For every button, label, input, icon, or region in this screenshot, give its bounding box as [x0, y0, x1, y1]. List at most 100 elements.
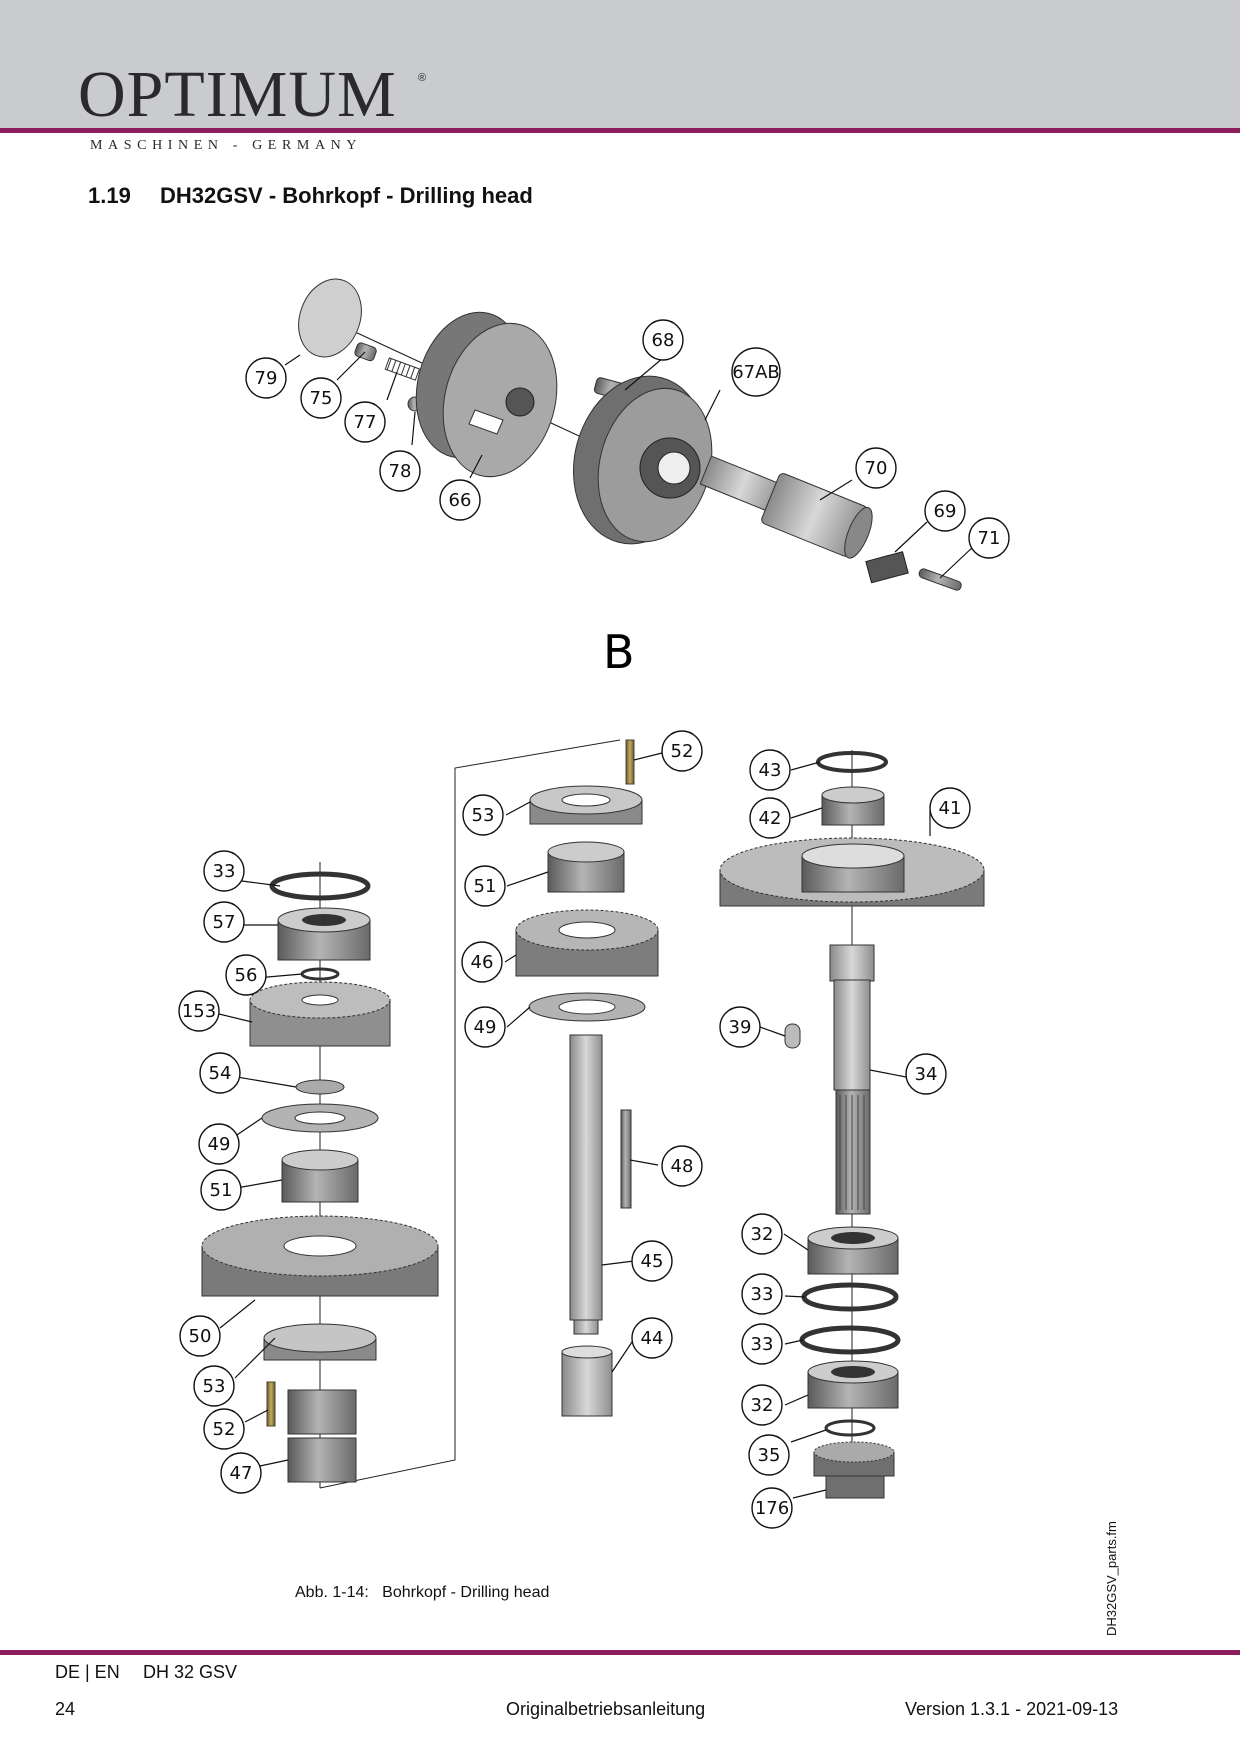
brand-tagline: MASCHINEN - GERMANY — [90, 138, 363, 153]
callout: 79 — [245, 357, 287, 399]
svg-text:34: 34 — [915, 1064, 938, 1085]
callout: 33 — [741, 1323, 783, 1365]
callout: 68 — [642, 319, 684, 361]
callout: 32 — [741, 1384, 783, 1426]
footer-model: DH 32 GSV — [143, 1662, 238, 1682]
callout: 46 — [461, 941, 503, 983]
callout: 44 — [631, 1317, 673, 1359]
svg-text:49: 49 — [474, 1017, 497, 1038]
side-file-name: DH32GSV_parts.fm — [1104, 1521, 1119, 1636]
footer-rule — [0, 1650, 1240, 1655]
svg-text:32: 32 — [751, 1395, 774, 1416]
footer-document-title: Originalbetriebsanleitung — [506, 1699, 706, 1719]
callout: 49 — [198, 1123, 240, 1165]
section-title: 1.19 DH32GSV - Bohrkopf - Drilling head — [88, 183, 533, 209]
svg-text:52: 52 — [213, 1419, 236, 1440]
svg-text:33: 33 — [751, 1284, 774, 1305]
callout: 42 — [749, 797, 791, 839]
callout: 78 — [379, 450, 421, 492]
svg-text:56: 56 — [235, 965, 258, 986]
callout: 45 — [631, 1240, 673, 1282]
svg-text:44: 44 — [641, 1328, 664, 1349]
callout: 35 — [748, 1434, 790, 1476]
callout: 71 — [968, 517, 1010, 559]
svg-text:45: 45 — [641, 1251, 664, 1272]
left-column-parts — [201, 739, 621, 1489]
registered-mark: ® — [418, 72, 427, 84]
callout: 66 — [439, 479, 481, 521]
callout: 57 — [203, 901, 245, 943]
middle-column-parts — [515, 739, 659, 1417]
svg-text:41: 41 — [939, 798, 962, 819]
svg-text:57: 57 — [213, 912, 236, 933]
callout: 34 — [905, 1053, 947, 1095]
exploded-parts-drawing: B — [178, 278, 1010, 1529]
svg-text:43: 43 — [759, 760, 782, 781]
callout: 39 — [719, 1006, 761, 1048]
callout: 53 — [193, 1365, 235, 1407]
callout: 77 — [344, 401, 386, 443]
callout: 153 — [178, 990, 220, 1032]
svg-text:49: 49 — [208, 1134, 231, 1155]
callout: 41 — [929, 787, 971, 829]
right-column-parts — [719, 750, 985, 1499]
callout: 176 — [751, 1487, 793, 1529]
svg-text:75: 75 — [310, 388, 333, 409]
svg-text:33: 33 — [751, 1334, 774, 1355]
section-title-text: DH32GSV - Bohrkopf - Drilling head — [160, 183, 533, 208]
svg-text:69: 69 — [934, 501, 957, 522]
figure-caption: Abb. 1-14: Bohrkopf - Drilling head — [295, 1584, 549, 1602]
svg-text:51: 51 — [474, 876, 497, 897]
brand-logo: OPTIMUM — [78, 58, 397, 131]
callout: 51 — [200, 1169, 242, 1211]
callout: 52 — [661, 730, 703, 772]
page-number: 24 — [55, 1699, 76, 1719]
callout: 43 — [749, 749, 791, 791]
svg-text:78: 78 — [389, 461, 412, 482]
callout: 54 — [199, 1052, 241, 1094]
callout: 33 — [203, 850, 245, 892]
callout: 56 — [225, 954, 267, 996]
caption-label: Abb. 1-14: — [295, 1584, 369, 1601]
callout: 67AB — [731, 347, 781, 397]
svg-text:77: 77 — [354, 412, 377, 433]
svg-text:33: 33 — [213, 861, 236, 882]
svg-text:50: 50 — [189, 1326, 212, 1347]
callout: 51 — [464, 865, 506, 907]
svg-text:51: 51 — [210, 1180, 233, 1201]
svg-text:48: 48 — [671, 1156, 694, 1177]
svg-text:53: 53 — [472, 805, 495, 826]
svg-text:153: 153 — [182, 1001, 216, 1022]
section-number: 1.19 — [88, 183, 131, 208]
callout: 69 — [924, 490, 966, 532]
callout: 48 — [661, 1145, 703, 1187]
svg-text:46: 46 — [471, 952, 494, 973]
caption-text: Bohrkopf - Drilling head — [382, 1584, 550, 1601]
flange-67ab — [572, 375, 713, 545]
callout: 50 — [179, 1315, 221, 1357]
svg-text:42: 42 — [759, 808, 782, 829]
svg-text:35: 35 — [758, 1445, 781, 1466]
footer-version: Version 1.3.1 - 2021-09-13 — [905, 1699, 1119, 1719]
svg-text:71: 71 — [978, 528, 1001, 549]
callout: 33 — [741, 1273, 783, 1315]
view-label: B — [603, 625, 635, 679]
callout: 32 — [741, 1213, 783, 1255]
header-band — [0, 0, 1240, 128]
header-rule — [0, 128, 1240, 133]
top-assembly — [298, 278, 962, 591]
shaft-70 — [699, 455, 873, 559]
svg-text:67AB: 67AB — [732, 362, 780, 383]
svg-text:68: 68 — [652, 330, 675, 351]
svg-text:39: 39 — [729, 1017, 752, 1038]
footer-language: DE | EN — [55, 1662, 120, 1682]
callout: 53 — [462, 794, 504, 836]
callout: 75 — [300, 377, 342, 419]
callout: 47 — [220, 1452, 262, 1494]
svg-text:66: 66 — [449, 490, 472, 511]
callout: 70 — [855, 447, 897, 489]
svg-text:52: 52 — [671, 741, 694, 762]
svg-text:54: 54 — [209, 1063, 232, 1084]
feed-wheel-66 — [415, 311, 558, 478]
leader-lines — [218, 351, 976, 1499]
